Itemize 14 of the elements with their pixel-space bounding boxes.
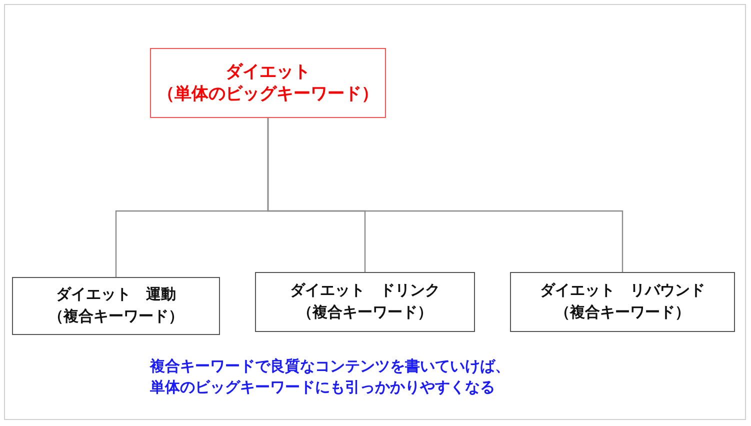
keyword-text: ダイエット ドリンク <box>290 280 440 302</box>
note-text: 複合キーワードで良質なコンテンツを書いていけば、単体のビッグキーワードにも引っかかりやすくなる <box>150 356 511 398</box>
keyword-text: ダイエット <box>226 60 310 83</box>
keyword-type-text: （複合キーワード） <box>298 302 432 323</box>
keyword-type-text: （複合キーワード） <box>555 302 690 323</box>
keyword-text: ダイエット リバウンド <box>540 280 705 302</box>
compound-keyword-box <box>12 277 220 335</box>
compound-keyword-box <box>255 272 475 332</box>
compound-keyword-box <box>510 272 735 332</box>
keyword-type-text: （複合キーワード） <box>48 306 184 327</box>
main-keyword-box <box>150 48 386 118</box>
tree-connector <box>267 118 624 272</box>
keyword-text: ダイエット 運動 <box>56 284 176 306</box>
keyword-type-text: （単体のビッグキーワード） <box>158 83 378 106</box>
